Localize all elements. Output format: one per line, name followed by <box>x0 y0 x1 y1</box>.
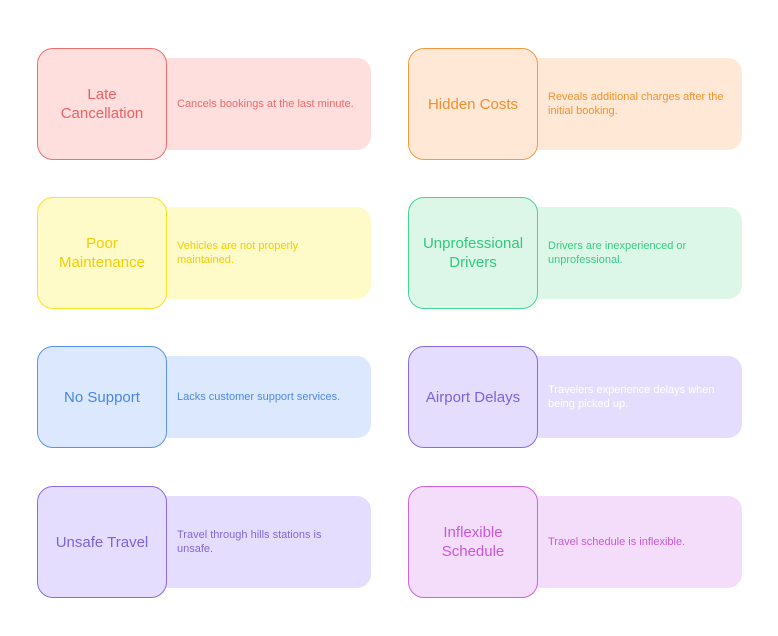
issue-title-text: Late Cancellation <box>60 86 144 122</box>
issue-card: Cancels bookings at the last minute. Late… <box>37 48 371 160</box>
issue-card: Drivers are inexperienced or unprofessio… <box>408 197 742 309</box>
issue-description: Travel through hills stations is unsafe. <box>155 496 371 588</box>
issue-description: Lacks customer support services. <box>155 356 371 438</box>
issue-title: Hidden Costs <box>408 48 538 160</box>
issue-title: Airport Delays <box>408 346 538 448</box>
issue-card: Travelers experience delays when being p… <box>408 346 742 448</box>
issue-card: Travel through hills stations is unsafe.… <box>37 486 371 598</box>
issue-description: Travel schedule is inflexible. <box>526 496 742 588</box>
issue-title-text: Unsafe Travel <box>55 533 149 551</box>
issue-title: Unsafe Travel <box>37 486 167 598</box>
issue-title: Late Cancellation <box>37 48 167 160</box>
issue-description-text: Travelers experience delays when being p… <box>548 384 715 410</box>
issue-description-text: Cancels bookings at the last minute. <box>177 98 354 110</box>
issue-description-text: Lacks customer support services. <box>177 391 341 403</box>
issue-description: Travelers experience delays when being p… <box>526 356 742 438</box>
issue-card: Reveals additional charges after the ini… <box>408 48 742 160</box>
issue-title: Poor Maintenance <box>37 197 167 309</box>
issue-description-text: Vehicles are not properly maintained. <box>177 240 299 266</box>
issue-title-text: Inflexible Schedule <box>441 524 505 560</box>
issue-title: Inflexible Schedule <box>408 486 538 598</box>
issue-card: Lacks customer support services. No Suppo… <box>37 346 371 448</box>
issue-description: Cancels bookings at the last minute. <box>155 58 371 150</box>
issue-title-text: Hidden Costs <box>427 95 519 113</box>
issue-description-text: Travel through hills stations is unsafe. <box>177 529 322 555</box>
issue-title: Unprofessional Drivers <box>408 197 538 309</box>
issue-description-text: Travel schedule is inflexible. <box>548 536 686 548</box>
issue-description-text: Reveals additional charges after the ini… <box>548 91 724 117</box>
issue-card: Travel schedule is inflexible. Inflexible… <box>408 486 742 598</box>
issue-title-text: Airport Delays <box>425 388 521 406</box>
issue-title-text: Unprofessional Drivers <box>422 235 524 271</box>
issue-description: Vehicles are not properly maintained. <box>155 207 371 299</box>
issue-title: No Support <box>37 346 167 448</box>
issue-title-text: Poor Maintenance <box>59 235 145 271</box>
issue-card: Vehicles are not properly maintained. Poo… <box>37 197 371 309</box>
issue-description: Reveals additional charges after the ini… <box>526 58 742 150</box>
issue-title-text: No Support <box>64 388 140 406</box>
issue-description-text: Drivers are inexperienced or unprofessio… <box>548 240 687 266</box>
issue-description: Drivers are inexperienced or unprofessio… <box>526 207 742 299</box>
